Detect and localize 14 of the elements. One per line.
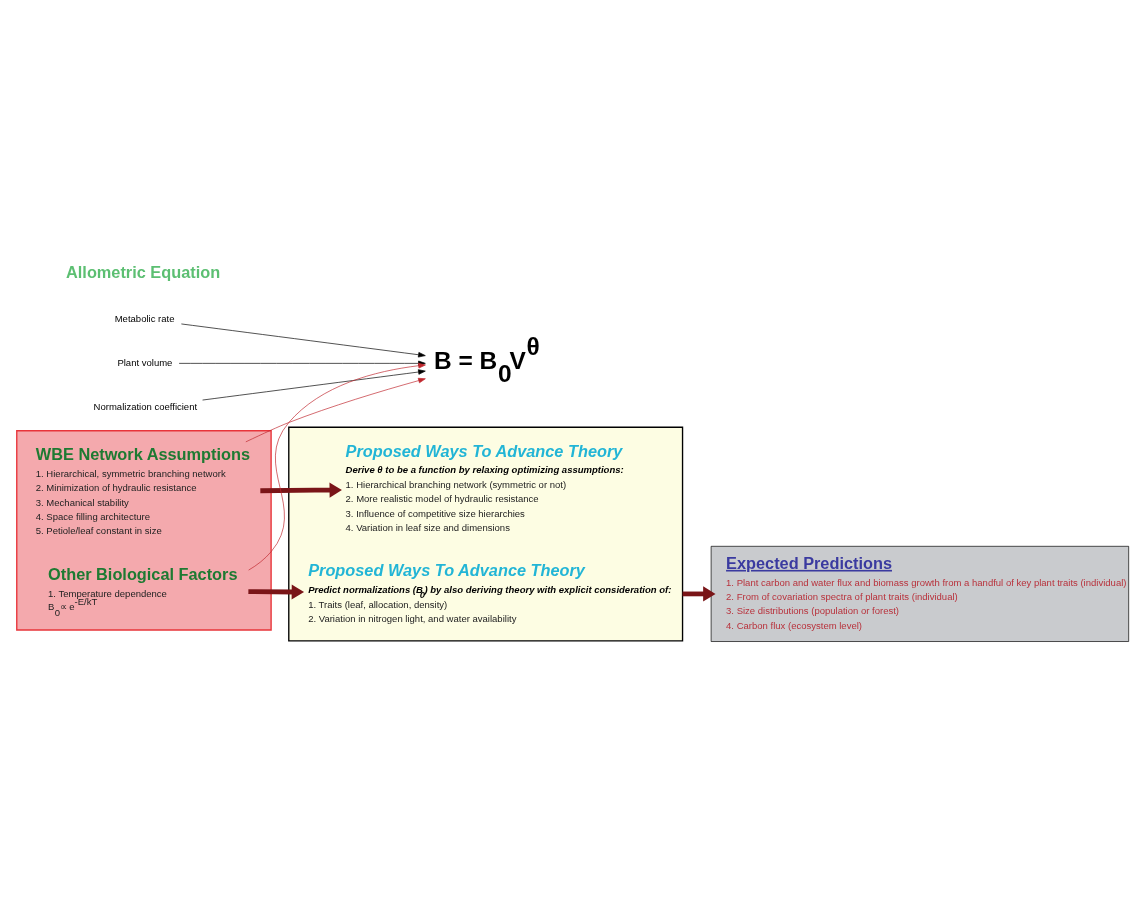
arrow xyxy=(202,368,426,400)
node-text: Plant volume xyxy=(117,356,173,368)
label: Allometric Equation xyxy=(66,263,221,281)
node-text: Normalization coefficient xyxy=(93,400,198,412)
node-box: Expected Predictions 1. Plant carbon and water flux and biomass growth from a handful of key plant traits (individual) 2. From of covariation spectra of plant traits (individual) 3. Size distributions (population or forest) 4. Carbon flux (ecosystem level) xyxy=(710,545,1129,642)
arrow xyxy=(682,585,716,601)
node-text: WBE Network Assumptions 1. Hierarchical, symmetric branching network 2. Minimization of hydraulic resistance 3. Mechanical stability 4. Space filling architecture 5. Petiole/leaf constant in size xyxy=(35,444,251,536)
arrow xyxy=(248,583,305,600)
node-text: Metabolic rate xyxy=(114,312,175,324)
cluster xyxy=(16,429,272,631)
arrow xyxy=(181,323,426,357)
arrow xyxy=(260,481,342,498)
node-text: Proposed Ways To Advance Theory Derive θ to be a function by relaxing optimizing assumptions: 1. Hierarchical branching network (symmetric or not) 2. More realistic model of hydraulic resistance 3. Influence of competitive size hierarchies 4. Variation in leaf size and dimensions xyxy=(345,441,624,533)
arrow xyxy=(245,377,426,442)
